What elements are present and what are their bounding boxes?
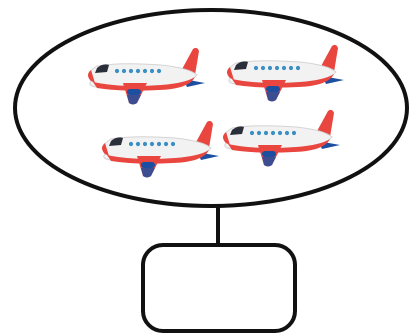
- answer-box[interactable]: [143, 245, 295, 331]
- airplane-icon: [102, 121, 219, 178]
- airplane-icon: [223, 110, 340, 167]
- group-ellipse: [15, 10, 407, 206]
- airplane-icon: [227, 45, 344, 102]
- airplane-icon: [88, 48, 205, 105]
